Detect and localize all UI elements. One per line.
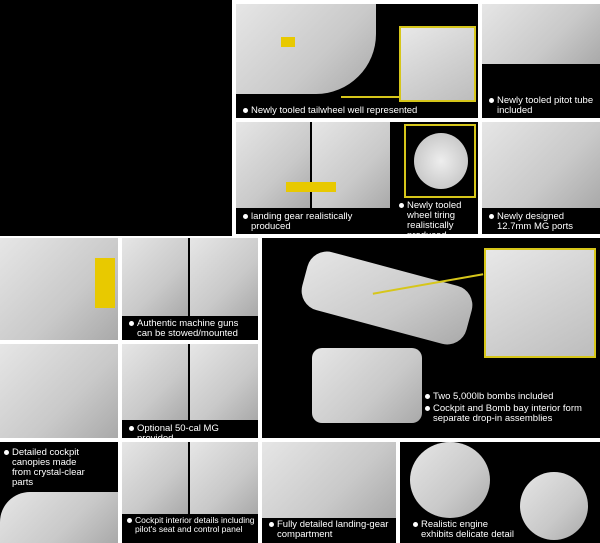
bombbay-inset xyxy=(484,248,596,358)
tail-render xyxy=(236,4,376,94)
caption: Two 5,000lb bombs included xyxy=(424,392,594,402)
panel-mg-left xyxy=(0,344,118,438)
caption: Newly designed 12.7mm MG ports xyxy=(488,212,598,232)
black-corner xyxy=(0,0,232,236)
panel-gun-mount xyxy=(0,238,118,340)
highlight-mark xyxy=(286,182,336,192)
render xyxy=(0,344,118,438)
caption: Newly tooled pitot tube included xyxy=(488,96,598,116)
highlight-mark xyxy=(281,37,295,47)
bombbay-render xyxy=(312,348,422,423)
panel-gear-bay: Fully detailed landing-gear compartment xyxy=(262,442,396,543)
caption: landing gear realistically produced xyxy=(242,212,392,232)
gear-render-right xyxy=(312,122,390,208)
panel-cockpit: Cockpit interior details including pilot… xyxy=(122,442,258,543)
gearbay-render xyxy=(262,442,396,518)
engine-render xyxy=(410,442,490,518)
caption: Optional 50-cal MG provided xyxy=(128,424,256,444)
caption: Newly tooled tailwheel well represented xyxy=(242,106,472,116)
render xyxy=(190,344,258,420)
panel-pitot: Newly tooled pitot tube included xyxy=(482,4,600,118)
panel-tailwheel: Newly tooled tailwheel well represented xyxy=(236,4,478,118)
panel-50cal: Optional 50-cal MG provided xyxy=(122,344,258,444)
render xyxy=(122,442,188,514)
tailwheel-inset xyxy=(399,26,476,102)
render xyxy=(122,344,188,420)
caption: Authentic machine guns can be stowed/mou… xyxy=(128,319,256,339)
wheel-image xyxy=(414,133,468,189)
panel-bombs: Two 5,000lb bombs included Cockpit and B… xyxy=(262,238,600,438)
panel-engine: Realistic engine exhibits delicate detai… xyxy=(400,442,600,543)
caption: Realistic engine exhibits delicate detai… xyxy=(412,520,522,540)
highlight-mark xyxy=(95,258,115,308)
wheel-inset xyxy=(404,124,476,198)
caption: Cockpit and Bomb bay interior form separ… xyxy=(424,404,594,424)
caption: Newly tooled wheel tiring realistically … xyxy=(398,201,478,241)
render xyxy=(190,238,258,316)
engine-render-2 xyxy=(520,472,588,540)
gear-render-left xyxy=(236,122,310,208)
callout-line xyxy=(341,96,401,98)
canopy-render xyxy=(0,492,118,543)
render xyxy=(190,442,258,514)
caption: Cockpit interior details including pilot… xyxy=(126,516,258,534)
fuselage-render xyxy=(297,247,477,349)
wing-underside-render xyxy=(482,122,600,208)
panel-guns: Authentic machine guns can be stowed/mou… xyxy=(122,238,258,340)
caption: Fully detailed landing-gear compartment xyxy=(268,520,396,540)
render xyxy=(122,238,188,316)
panel-landing-gear: landing gear realistically produced Newl… xyxy=(236,122,478,241)
panel-mg-ports: Newly designed 12.7mm MG ports xyxy=(482,122,600,234)
wing-render xyxy=(482,4,600,64)
caption: Detailed cockpit canopies made from crys… xyxy=(3,448,88,488)
panel-canopy: Detailed cockpit canopies made from crys… xyxy=(0,442,118,543)
